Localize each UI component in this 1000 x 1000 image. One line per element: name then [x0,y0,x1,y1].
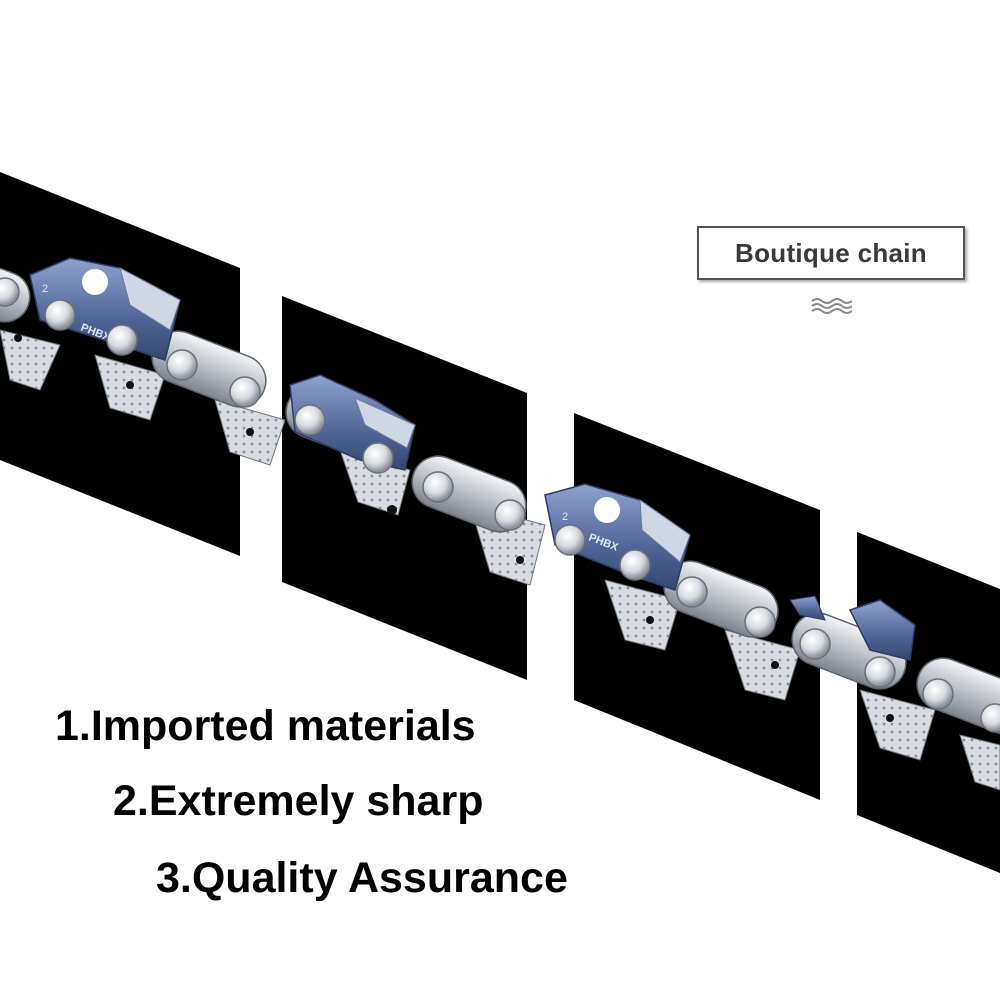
drive-links [0,329,1000,791]
feature-imported-materials: 1.Imported materials [55,702,476,750]
wave-icon [811,298,852,314]
boutique-chain-badge: Boutique chain [697,226,965,280]
svg-text:2: 2 [562,511,568,523]
feature-extremely-sharp: 2.Extremely sharp [113,777,484,825]
feature-quality-assurance: 3.Quality Assurance [156,854,568,902]
rivets [0,277,1000,733]
cutter-link-4 [789,595,916,661]
badge-label: Boutique chain [735,237,927,268]
cutter-link-3: 2 PHBX [544,483,691,591]
svg-text:2: 2 [42,283,48,295]
saw-chain: 2 PHBX 2 PHBX [0,257,1000,791]
drive-link-holes [14,334,894,722]
